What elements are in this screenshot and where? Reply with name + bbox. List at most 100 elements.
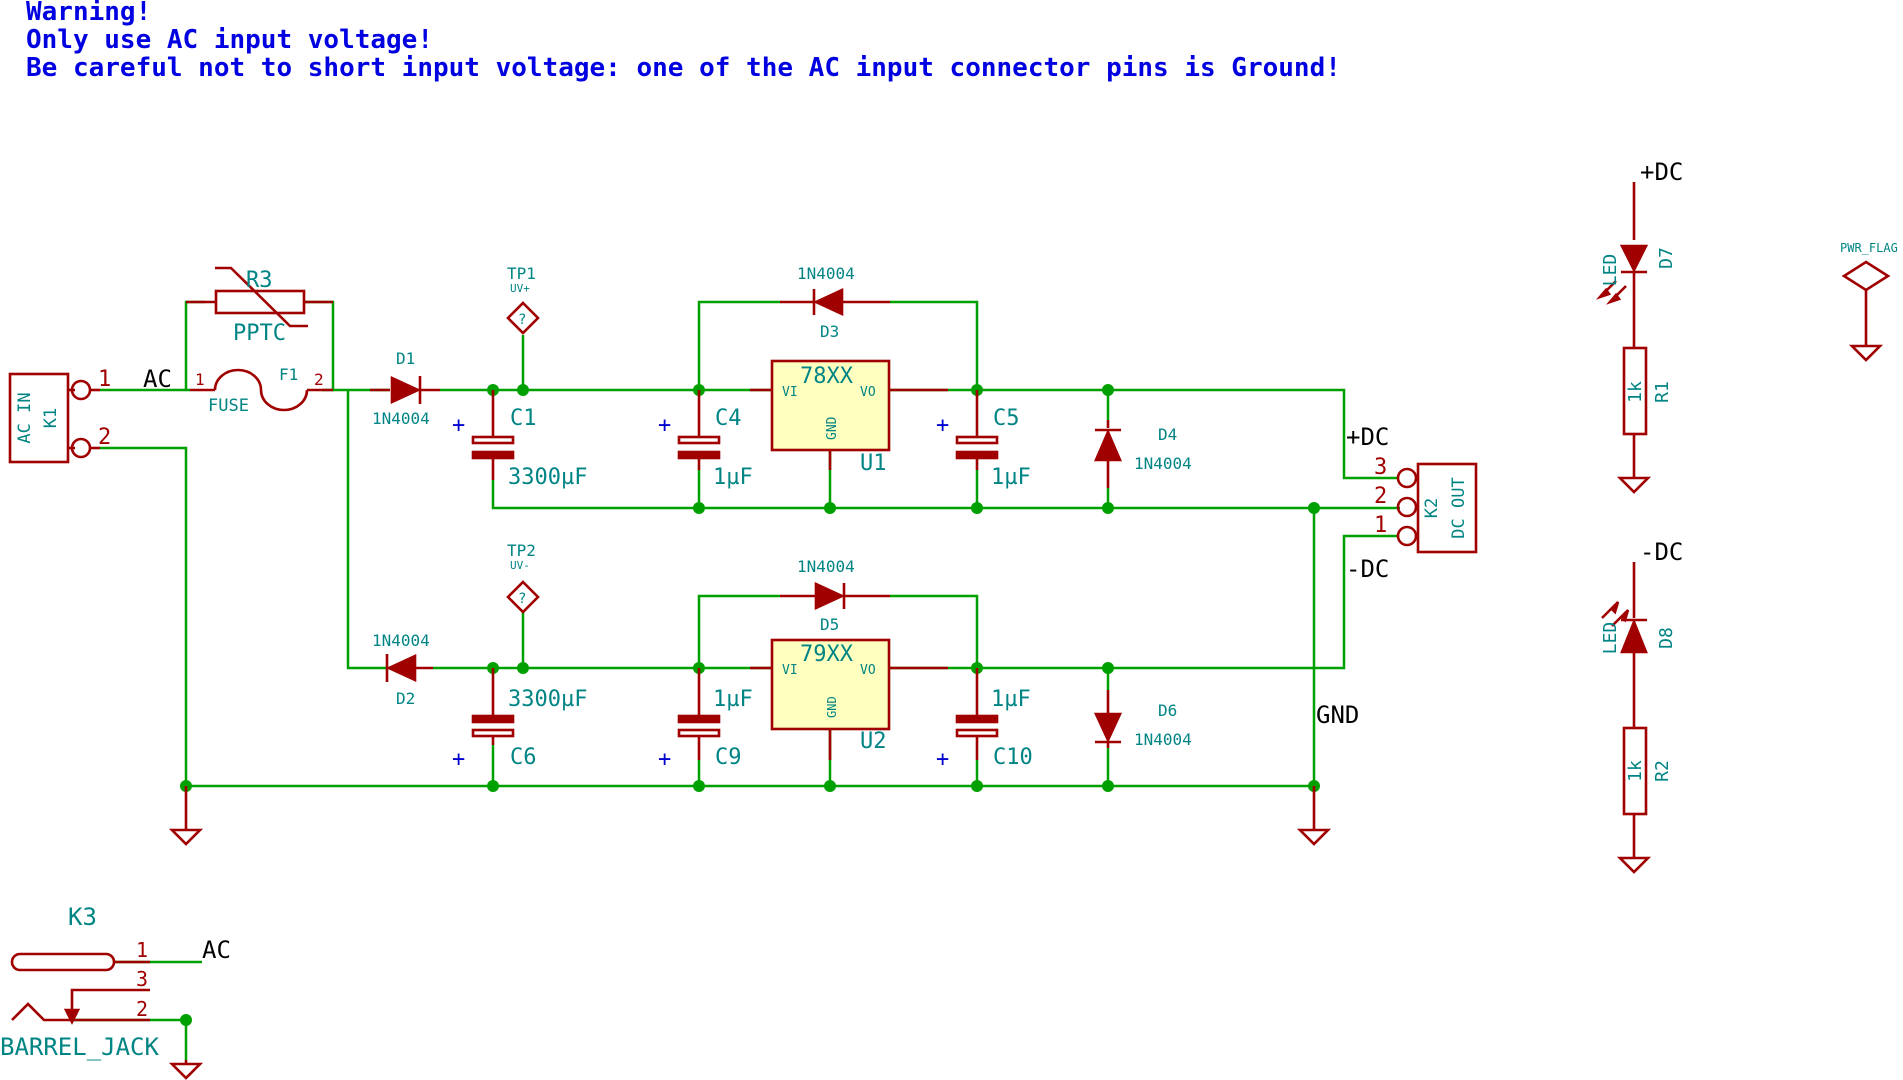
diode-d2[interactable]: 1N4004 D2 (372, 631, 433, 708)
r3-ref: R3 (246, 268, 273, 293)
k3-pin2: 2 (136, 997, 148, 1021)
net-label-gnd: GND (1316, 701, 1359, 729)
c1-value: 3300µF (508, 465, 587, 490)
test-point-tp2[interactable]: ? TP2 UV- (506, 541, 540, 614)
c10-ref: C10 (993, 745, 1033, 770)
tp2-ref: TP2 (507, 541, 536, 560)
d1-ref: D1 (396, 349, 415, 368)
f1-value: FUSE (208, 396, 249, 416)
diode-d5[interactable]: 1N4004 D5 (780, 557, 890, 634)
capacitor-c9[interactable]: + 1µF C9 (658, 668, 753, 772)
tp2-mark: ? (518, 591, 526, 607)
c4-ref: C4 (715, 406, 742, 431)
c5-polarity: + (936, 413, 949, 438)
d8-ref: D8 (1656, 627, 1677, 649)
diode-d6[interactable]: D6 1N4004 (1093, 690, 1192, 749)
diode-d4[interactable]: D4 1N4004 (1094, 420, 1192, 488)
test-point-tp1[interactable]: ? TP1 UV+ (506, 264, 540, 335)
d6-value: 1N4004 (1134, 730, 1192, 749)
c6-value: 3300µF (508, 687, 587, 712)
k3-pin3: 3 (136, 967, 148, 991)
d4-value: 1N4004 (1134, 454, 1192, 473)
k1-ref: K1 (41, 408, 61, 428)
k1-value: AC IN (15, 392, 35, 443)
junction-dot (1308, 502, 1320, 514)
connector-k3-barrel-jack[interactable]: K3 1 3 2 BARREL_JACK (0, 903, 159, 1061)
junction-dot (517, 384, 529, 396)
d7-value: LED (1600, 254, 1621, 287)
warning-title: Warning! (26, 0, 151, 27)
resistor-r3-pptc[interactable]: R3 PPTC (186, 266, 333, 346)
tp1-mark: ? (518, 312, 526, 328)
ground-symbol (1296, 786, 1332, 846)
c1-polarity: + (452, 413, 465, 438)
capacitor-c10[interactable]: + 1µF C10 (936, 668, 1033, 772)
junction-dot (824, 780, 836, 792)
k3-ref: K3 (68, 903, 97, 931)
diode-d1[interactable]: D1 1N4004 (370, 349, 440, 428)
c6-polarity: + (452, 747, 465, 772)
u1-ref: U1 (860, 451, 887, 476)
d7-ref: D7 (1656, 247, 1677, 269)
u1-vo-pin: VO (860, 385, 876, 400)
net-label-ac-k3: AC (202, 936, 231, 964)
u2-value: 79XX (800, 642, 854, 667)
regulator-u1[interactable]: 78XX VI VO GND U1 (750, 359, 948, 476)
f1-pin1: 1 (195, 370, 205, 389)
k3-value: BARREL_JACK (0, 1033, 159, 1061)
capacitor-c6[interactable]: + 3300µF C6 (452, 668, 587, 772)
d2-value: 1N4004 (372, 631, 430, 650)
regulator-u2[interactable]: 79XX VI VO GND U2 (750, 638, 948, 760)
junction-dot (824, 502, 836, 514)
capacitor-c4[interactable]: + C4 1µF (658, 390, 753, 490)
led-d8[interactable]: LED D8 (1600, 601, 1677, 728)
warning-line-ac-only: Only use AC input voltage! (26, 25, 433, 55)
d5-value: 1N4004 (797, 557, 855, 576)
connector-k2[interactable]: 3 2 1 K2 DC OUT (1374, 455, 1478, 554)
d3-value: 1N4004 (797, 264, 855, 283)
c1-ref: C1 (510, 406, 537, 431)
junction-dot (693, 502, 705, 514)
c10-polarity: + (936, 747, 949, 772)
junction-dot (1102, 662, 1114, 674)
r2-ref: R2 (1652, 760, 1673, 782)
r1-ref: R1 (1652, 381, 1673, 403)
d8-value: LED (1600, 622, 1621, 655)
r1-value: 1k (1625, 381, 1646, 403)
u1-gnd-pin: GND (825, 416, 840, 440)
diode-d3[interactable]: 1N4004 D3 (780, 264, 890, 341)
d5-ref: D5 (820, 615, 839, 634)
junction-dot (1102, 384, 1114, 396)
u2-gnd-pin: GND (825, 696, 839, 718)
resistor-r2[interactable]: 1k R2 (1616, 726, 1673, 874)
led-d7[interactable]: LED D7 (1595, 244, 1677, 348)
net-label-neg-dc: -DC (1346, 555, 1389, 583)
f1-ref: F1 (279, 365, 298, 384)
r3-value: PPTC (233, 321, 286, 346)
fuse-f1[interactable]: 1 2 F1 FUSE (190, 365, 333, 416)
c9-ref: C9 (715, 745, 742, 770)
resistor-r1[interactable]: 1k R1 (1616, 346, 1673, 494)
f1-pin2: 2 (314, 370, 324, 389)
capacitor-c1[interactable]: + C1 3300µF (452, 390, 587, 490)
k2-value: DC OUT (1449, 477, 1469, 538)
k1-pin1: 1 (98, 367, 111, 392)
junction-dot (1102, 780, 1114, 792)
u1-vi-pin: VI (782, 385, 798, 400)
power-port-neg-dc: -DC (1632, 538, 1683, 618)
net-label-pos-dc: +DC (1346, 423, 1389, 451)
neg-dc-power-label: -DC (1640, 538, 1683, 566)
junction-dot (180, 1014, 192, 1026)
ground-symbol (168, 1060, 204, 1080)
connector-k1[interactable]: AC IN K1 1 2 (8, 367, 111, 464)
power-port-pos-dc: +DC (1632, 158, 1683, 240)
tp2-value: UV- (510, 559, 530, 572)
d1-value: 1N4004 (372, 409, 430, 428)
capacitor-c5[interactable]: + C5 1µF (936, 390, 1031, 490)
u2-vo-pin: VO (860, 663, 876, 678)
c5-ref: C5 (993, 406, 1020, 431)
junction-dot (1102, 502, 1114, 514)
power-flag[interactable]: PWR_FLAG (1840, 241, 1898, 362)
pos-dc-power-label: +DC (1640, 158, 1683, 186)
